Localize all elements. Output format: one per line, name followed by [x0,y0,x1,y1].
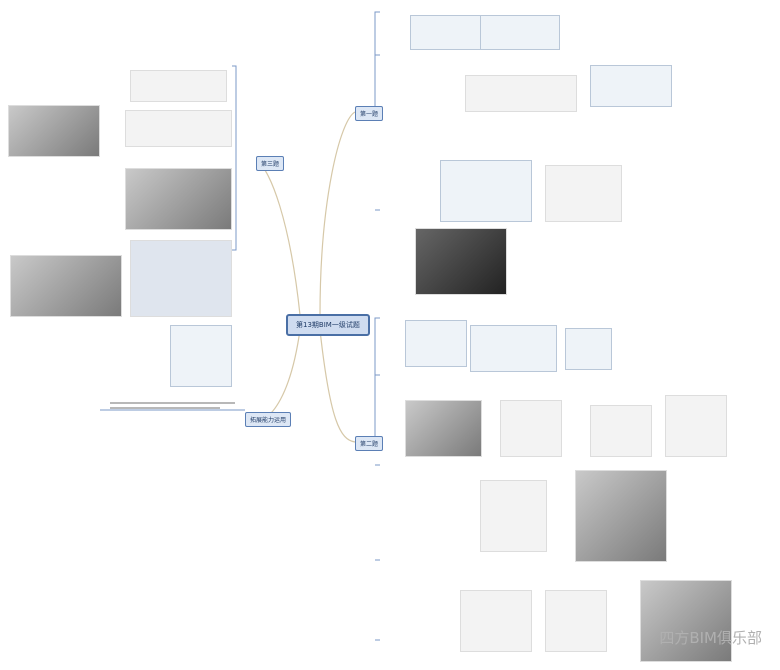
branch-label: 第二题 [360,441,379,448]
ribbon-screenshot [405,320,467,367]
plan-drawing [545,165,622,222]
arch-elevation-drawing [125,110,232,147]
ribbon-screenshot [565,328,612,370]
branch-question-1[interactable]: 第一题 [355,106,384,121]
arch-bridge-model [125,168,232,230]
plan-drawing [665,395,727,457]
text-lines [110,407,220,409]
elevation-drawing [545,590,607,652]
section-drawing [130,240,232,317]
obelisk-model [640,580,732,662]
dialog-screenshot [590,65,672,107]
block-elevation-drawing [465,75,577,112]
central-topic[interactable]: 第13期BIM一级试题 [286,314,370,336]
arch-bridge-model [8,105,100,157]
plan-drawing [130,70,227,102]
properties-panel-screenshot [170,325,232,387]
watermark: 四方BIM俱乐部 [659,629,762,647]
dialog-screenshot [440,160,532,222]
arch-bridge-model [10,255,122,317]
plan-drawing [460,590,532,652]
central-topic-label: 第13期BIM一级试题 [296,321,360,329]
cross-foundation-model [405,400,482,457]
branch-question-2[interactable]: 第二题 [355,436,384,451]
ribbon-screenshot [470,325,557,372]
plan-drawing [500,400,562,457]
text-lines [110,402,235,404]
branch-extension[interactable]: 拓展能力运用 [245,412,292,427]
branch-label: 拓展能力运用 [250,417,287,424]
obelisk-model [575,470,667,562]
elevation-drawing [480,480,547,552]
hollow-block-model [415,228,507,295]
branch-label: 第一题 [360,111,379,118]
branch-question-3[interactable]: 第三题 [256,156,285,171]
branch-label: 第三题 [261,161,280,168]
stair-drawing [590,405,652,457]
ribbon-screenshot [480,15,560,50]
